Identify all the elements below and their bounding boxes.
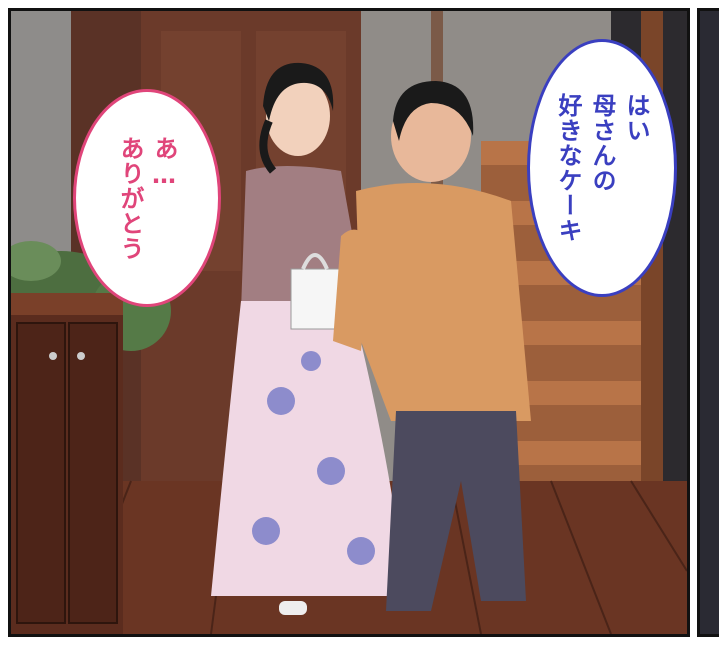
son-dialogue: はい 母さんの 好きなケーキ (551, 93, 653, 243)
son-line: はい (622, 93, 650, 143)
son-speech-bubble: はい 母さんの 好きなケーキ (527, 39, 677, 297)
manga-panel: あ… ありがとう はい 母さんの 好きなケーキ (8, 8, 690, 637)
son-line: 母さんの (588, 93, 616, 193)
son-line: 好きなケーキ (554, 93, 582, 243)
mother-figure (211, 62, 406, 615)
mother-line: あ… (150, 135, 178, 190)
adjacent-panel-edge (697, 8, 719, 637)
cake-box (290, 253, 340, 330)
mother-dialogue: あ… ありがとう (113, 136, 181, 261)
mother-line: ありがとう (116, 135, 144, 261)
son-figure (333, 81, 531, 611)
mother-speech-bubble: あ… ありがとう (73, 89, 221, 307)
shoe-cabinet (11, 293, 123, 634)
